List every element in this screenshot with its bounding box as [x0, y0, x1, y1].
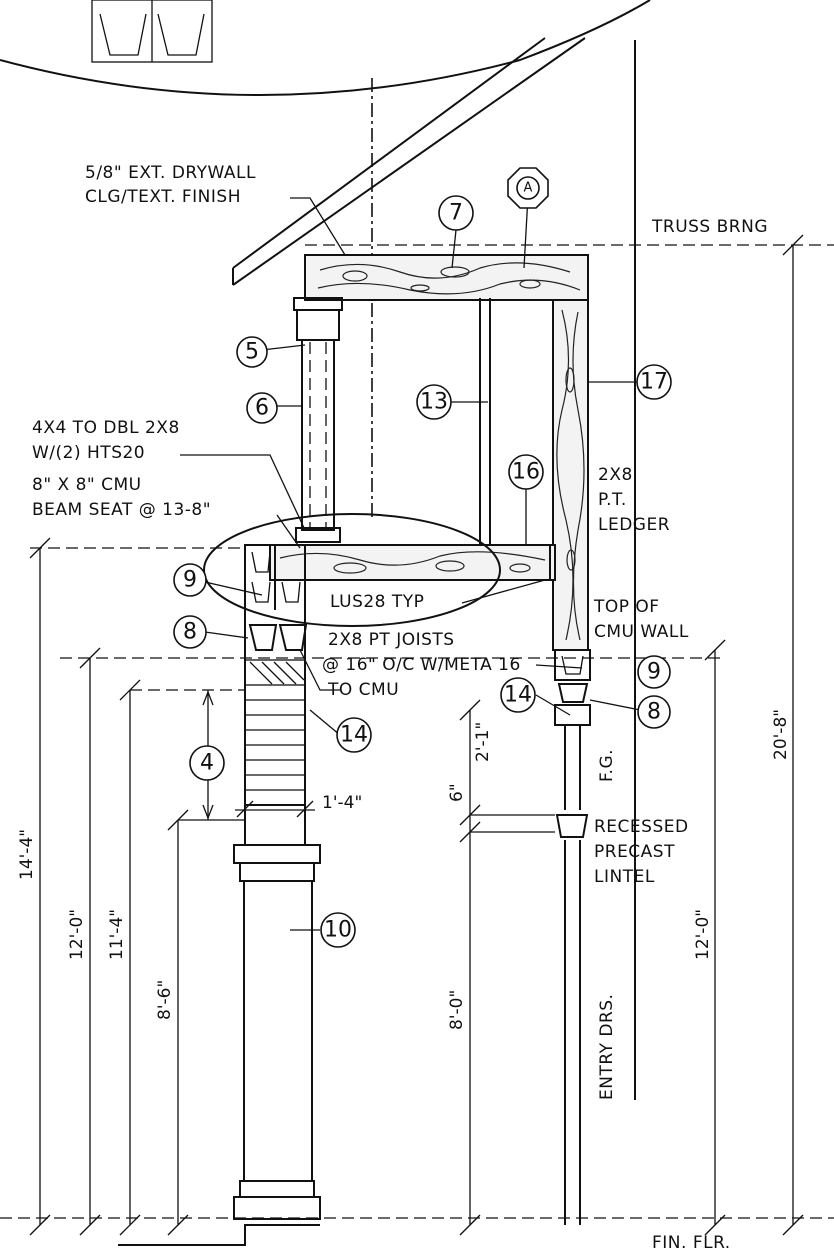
dim-20-8: 20'-8": [771, 709, 791, 760]
roof-slope: [232, 37, 586, 286]
svg-text:5: 5: [245, 340, 259, 365]
truss-bearing-label: TRUSS BRNG: [651, 217, 768, 237]
cmu-note-line2: BEAM SEAT @ 13-8": [32, 500, 211, 520]
dim-12-0-left: 12'-0": [67, 909, 87, 960]
lintel-note-line2: PRECAST: [594, 842, 675, 862]
callout-4: 4: [189, 745, 225, 781]
lower-joist: [269, 544, 556, 581]
highlight-ellipse: [203, 513, 501, 627]
svg-text:8: 8: [183, 620, 197, 645]
svg-text:4: 4: [200, 751, 214, 776]
joists-note-line1: 2X8 PT JOISTS: [328, 630, 455, 650]
callout-6: 6: [246, 392, 278, 424]
ledger-note-line3: LEDGER: [598, 515, 670, 535]
dim-8-0: 8'-0": [447, 990, 467, 1030]
callout-9-left: 9: [173, 563, 207, 597]
svg-text:10: 10: [324, 918, 352, 943]
dim-14-4: 14'-4": [17, 829, 37, 880]
callout-13: 13: [416, 384, 452, 420]
svg-text:9: 9: [647, 660, 661, 685]
connector-note-line2: W/(2) HTS20: [32, 443, 145, 463]
svg-text:6: 6: [255, 396, 269, 421]
drywall-note-line1: 5/8" EXT. DRYWALL: [85, 163, 256, 183]
detail-bubble: [0, 0, 651, 96]
svg-text:7: 7: [449, 201, 463, 226]
drywall-note-line2: CLG/TEXT. FINISH: [85, 187, 241, 207]
cmu-wall-right: [554, 649, 591, 1225]
callout-9-right: 9: [637, 655, 671, 689]
callout-14-right: 14: [500, 677, 536, 713]
svg-text:13: 13: [420, 390, 448, 415]
dimension-lines: [29, 234, 804, 1236]
dim-6: 6": [447, 783, 467, 802]
callout-16: 16: [508, 454, 544, 490]
ledger-17: [552, 299, 589, 651]
svg-text:16: 16: [512, 460, 540, 485]
lintel-note-line1: RECESSED: [594, 817, 689, 837]
lintel-note-line3: LINTEL: [594, 867, 655, 887]
cmu-wall-left: [244, 544, 308, 806]
top-cmu-note-line1: TOP OF: [593, 597, 660, 617]
ledger-note-line1: 2X8: [598, 465, 633, 485]
dim-11-4: 11'-4": [107, 909, 127, 960]
joists-note-line2: @ 16" O/C W/META 16: [322, 655, 521, 675]
top-cmu-note-line2: CMU WALL: [594, 622, 689, 642]
dim-1-4: 1'-4": [322, 793, 362, 813]
callout-14-left: 14: [336, 717, 372, 753]
dim-2-1: 2'-1": [473, 722, 493, 762]
svg-text:14: 14: [340, 723, 368, 748]
callout-10: 10: [320, 912, 356, 948]
svg-text:14: 14: [504, 683, 532, 708]
lus-label: LUS28 TYP: [330, 592, 424, 612]
callout-A: A: [507, 167, 549, 209]
svg-text:9: 9: [183, 568, 197, 593]
joists-note-line3: TO CMU: [327, 680, 399, 700]
callout-7: 7: [438, 195, 474, 231]
callout-17: 17: [636, 364, 672, 400]
post-13: [479, 298, 491, 548]
leader-lines: [180, 195, 651, 931]
connector-note-line1: 4X4 TO DBL 2X8: [32, 418, 180, 438]
dim-12-0-right: 12'-0": [693, 909, 713, 960]
ledger-note-line2: P.T.: [598, 490, 627, 510]
cmu-note-line1: 8" X 8" CMU: [32, 475, 142, 495]
top-beam: [304, 254, 589, 301]
entry-doors-label: ENTRY DRS.: [597, 994, 617, 1100]
small-column: [293, 297, 343, 543]
callout-8-left: 8: [173, 615, 207, 649]
callout-5: 5: [236, 336, 268, 368]
svg-text:8: 8: [647, 700, 661, 725]
fin-floor-label: FIN. FLR.: [652, 1233, 731, 1253]
dim-8-6: 8'-6": [155, 980, 175, 1020]
fg-label: F.G.: [597, 749, 617, 782]
svg-text:17: 17: [640, 370, 668, 395]
svg-text:A: A: [524, 181, 533, 196]
callout-8-right: 8: [637, 695, 671, 729]
large-column: [118, 805, 321, 1246]
